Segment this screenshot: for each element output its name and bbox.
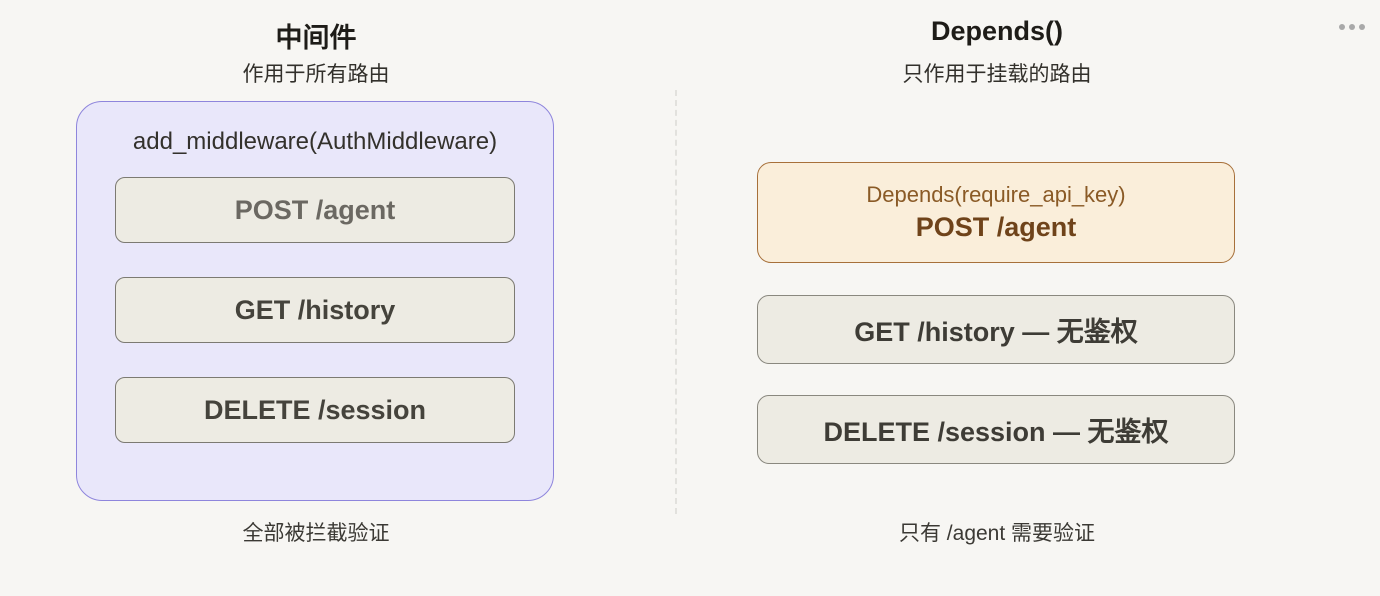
route-delete-session: DELETE /session xyxy=(115,377,515,443)
route-get-history: GET /history xyxy=(115,277,515,343)
middleware-container-label: add_middleware(AuthMiddleware) xyxy=(132,128,498,155)
ellipsis-dot xyxy=(1359,24,1365,30)
route-post-agent: POST /agent xyxy=(115,177,515,243)
protected-route-label: POST /agent xyxy=(915,212,1077,242)
right-column-title: Depends() xyxy=(930,16,1063,46)
dependency-label: Depends(require_api_key) xyxy=(866,182,1126,207)
ellipsis-dot xyxy=(1349,24,1355,30)
right-column-caption: 只有 /agent 需要验证 xyxy=(898,522,1096,545)
left-column-subtitle: 作用于所有路由 xyxy=(242,63,390,86)
protected-route-box: Depends(require_api_key) POST /agent xyxy=(757,162,1235,263)
right-column-subtitle: 只作用于挂载的路由 xyxy=(902,63,1092,86)
route-delete-session-no-auth: DELETE /session — 无鉴权 xyxy=(757,395,1235,464)
left-column-title: 中间件 xyxy=(275,23,357,53)
route-get-history-no-auth: GET /history — 无鉴权 xyxy=(757,295,1235,364)
column-divider xyxy=(675,90,677,514)
ellipsis-dot xyxy=(1339,24,1345,30)
middleware-container: add_middleware(AuthMiddleware) POST /age… xyxy=(76,101,554,501)
left-column-caption: 全部被拦截验证 xyxy=(242,522,390,545)
more-options-icon[interactable] xyxy=(1337,22,1367,32)
